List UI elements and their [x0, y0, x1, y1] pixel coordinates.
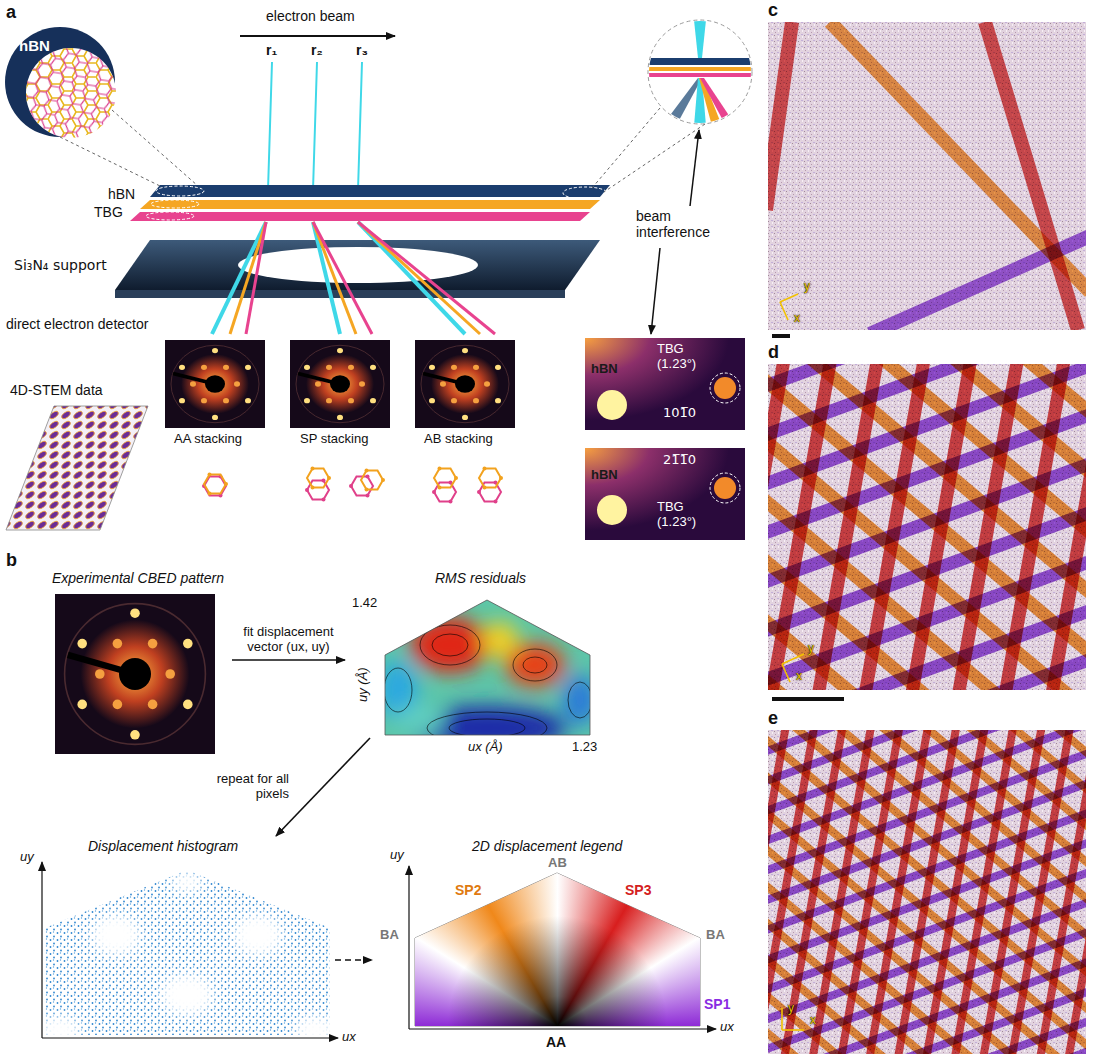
- stacking-icons: [202, 467, 503, 504]
- panel-letter: c: [768, 0, 778, 21]
- axis-label: ux: [720, 1020, 734, 1035]
- spot-name: hBN: [591, 468, 618, 483]
- legend-panel: 2D displacement legendAB SP2 SP3BA BA SP1AA: [372, 836, 732, 1054]
- detector-label: direct electron detector: [6, 316, 148, 332]
- lattice-inset: hBN: [5, 27, 117, 139]
- interference-circle: [592, 20, 760, 334]
- support: [115, 240, 600, 298]
- stacking-name: AA: [546, 1034, 566, 1050]
- position-label: r₃: [356, 42, 368, 58]
- cbed-experimental: [55, 594, 215, 754]
- panel-d-map: [768, 364, 1086, 701]
- axis-label: uy (Å): [356, 667, 371, 702]
- diffraction-inset: hBN TBG (1.23°) 101̅0: [585, 338, 745, 430]
- diffraction-inset: 21̅1̅0 hBN TBG (1.23°): [585, 448, 745, 540]
- stacking-name: SP2: [455, 882, 481, 898]
- axis-label: uy: [20, 850, 34, 865]
- stacking-name: SP1: [704, 996, 730, 1012]
- panel-e-map: [768, 730, 1086, 1054]
- displacement-map: yx: [768, 730, 1086, 1054]
- panel-c-map: [766, 22, 1090, 338]
- edge-label: repeat for all pixels: [189, 772, 289, 802]
- spot-name: hBN: [591, 362, 618, 377]
- panel-heading: RMS residuals: [435, 570, 526, 586]
- flow-arrow: [232, 659, 345, 661]
- axis-label: ux: [342, 1030, 356, 1045]
- axis-label: uy: [390, 848, 404, 863]
- panel-heading: Experimental CBED pattern: [52, 570, 224, 586]
- layer-label: hBN: [108, 186, 135, 202]
- stacking-label: AA stacking: [174, 432, 242, 447]
- stacking-name: BA: [706, 928, 725, 943]
- panel-heading: 2D displacement legend: [472, 838, 622, 854]
- electron-beam-arrow: [240, 36, 395, 190]
- panel-letter: a: [6, 2, 16, 23]
- cbed-panel: Experimental CBED pattern: [40, 568, 232, 755]
- stacking-name: BA: [380, 928, 399, 943]
- axis-glyphs: [780, 294, 804, 1030]
- rms-map: [378, 595, 598, 750]
- panel-letter: b: [6, 550, 17, 571]
- axis-name: y: [808, 642, 814, 656]
- histogram-plot: [40, 862, 338, 1044]
- reflection-index: 101̅0: [663, 406, 696, 421]
- cbed-stack: [6, 340, 515, 530]
- axis-tick: 1.42: [352, 596, 377, 611]
- stacking-name: AB: [548, 856, 567, 871]
- histogram-panel: Displacement histogram: [40, 836, 335, 1043]
- rms-panel: RMS residuals: [345, 570, 595, 738]
- diffracted-beams: [212, 222, 495, 334]
- diffraction-insets: [585, 338, 745, 540]
- axis-name: x: [796, 670, 802, 684]
- stacking-name: SP3: [625, 882, 651, 898]
- stacking-label: SP stacking: [300, 432, 368, 447]
- displacement-map: yx: [768, 364, 1086, 690]
- layer-label: TBG: [94, 204, 123, 220]
- panel-letter: d: [768, 342, 779, 363]
- data-label: 4D-STEM data: [10, 382, 103, 398]
- position-label: r₁: [266, 42, 277, 58]
- legend-axes: [409, 866, 716, 1029]
- support-label: Si₃N₄ support: [14, 257, 107, 273]
- edge-label: fit displacement vector (ux, uy): [235, 625, 343, 655]
- flow-arrow: [335, 959, 372, 961]
- axis-tick: 1.23: [572, 740, 597, 755]
- axis-name: y: [788, 1002, 794, 1016]
- spot-name: TBG (1.23°): [657, 500, 711, 530]
- axis-name: x: [794, 312, 800, 326]
- axis-name: x: [810, 1014, 816, 1028]
- axis-name: y: [804, 280, 810, 294]
- displacement-map: yx: [768, 22, 1086, 330]
- panel-heading: Displacement histogram: [88, 838, 238, 854]
- lattice-circle: [5, 27, 198, 186]
- flow-arrow: [276, 738, 370, 836]
- layer-name: hBN: [19, 37, 50, 54]
- beam-label: electron beam: [266, 8, 355, 24]
- interference-label: beam interference: [636, 208, 728, 240]
- position-label: r₂: [311, 42, 323, 58]
- stacking-label: AB stacking: [424, 432, 493, 447]
- sample-layers: [130, 185, 610, 221]
- reflection-index: 21̅1̅0: [663, 453, 696, 468]
- axis-label: ux (Å): [468, 740, 503, 755]
- spot-name: TBG (1.23°): [657, 342, 711, 372]
- panel-letter: e: [768, 708, 778, 729]
